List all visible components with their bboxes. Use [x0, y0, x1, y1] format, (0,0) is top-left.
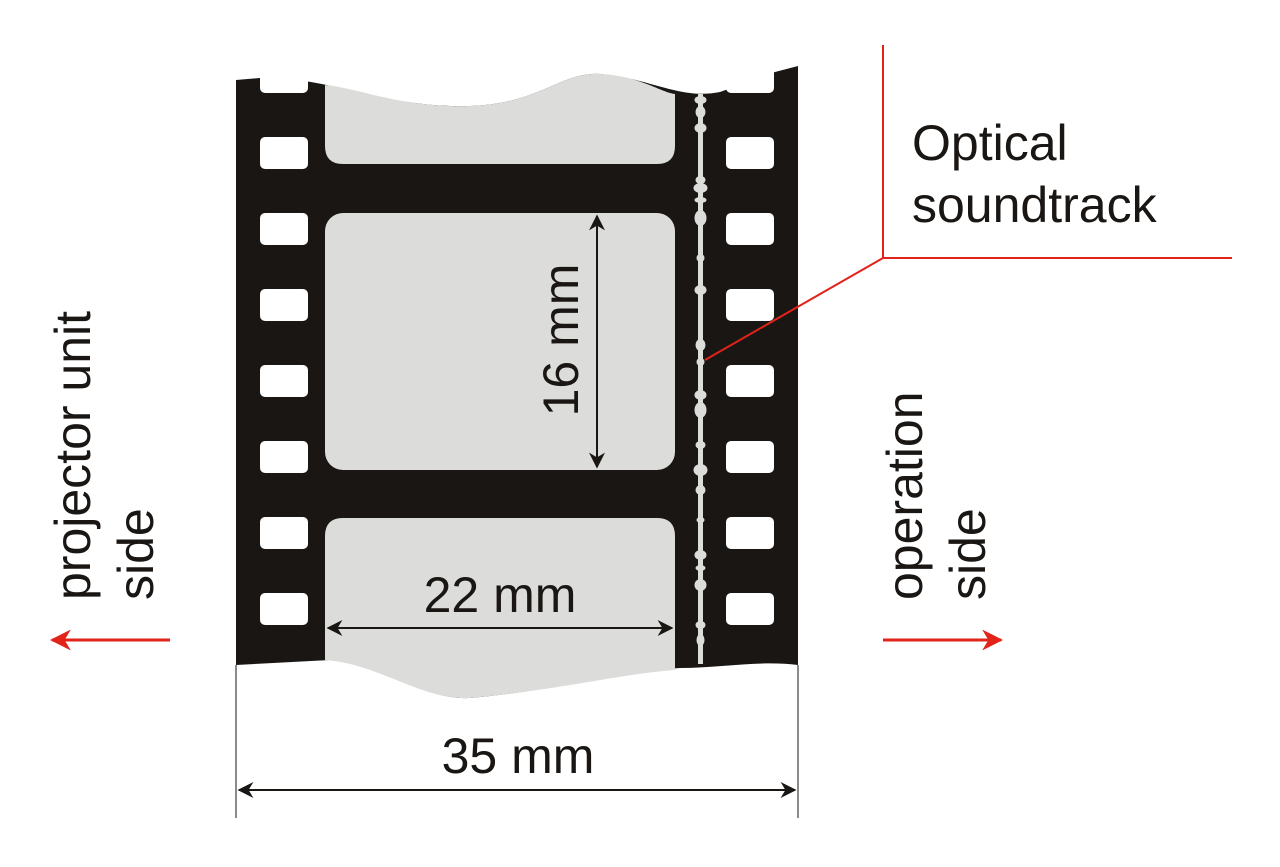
soundtrack-wave [693, 464, 708, 476]
projector-side-label-2: side [108, 508, 164, 600]
sprocket-hole [260, 289, 308, 321]
operation-side-label-1: operation [877, 392, 933, 601]
soundtrack-wave [695, 339, 706, 351]
soundtrack-wave [694, 402, 707, 418]
sprocket-hole [726, 441, 774, 473]
soundtrack-wave [694, 96, 707, 104]
soundtrack-wave [695, 106, 706, 118]
soundtrack-wave [695, 485, 706, 495]
sprocket-hole [726, 213, 774, 245]
sprocket-hole [726, 55, 774, 93]
sprocket-hole [260, 441, 308, 473]
sprocket-hole [260, 517, 308, 549]
soundtrack-wave [694, 210, 707, 226]
sprocket-holes-right [726, 55, 774, 625]
sprocket-hole [260, 137, 308, 169]
callout-leader [704, 257, 884, 361]
sprocket-holes-left [260, 55, 308, 625]
sprocket-hole [260, 365, 308, 397]
frame-bottom [325, 518, 675, 699]
sprocket-hole [726, 289, 774, 321]
soundtrack-wave [693, 183, 708, 193]
soundtrack-wave [694, 123, 707, 133]
soundtrack-wave [694, 197, 707, 203]
soundtrack-label-1: Optical [912, 115, 1068, 171]
soundtrack-wave [696, 358, 705, 366]
frame-height-label: 16 mm [533, 264, 589, 417]
sprocket-hole [260, 213, 308, 245]
sprocket-hole [726, 365, 774, 397]
sprocket-hole [260, 593, 308, 625]
soundtrack-wave [696, 254, 705, 262]
soundtrack-wave [695, 176, 706, 184]
sprocket-hole [726, 593, 774, 625]
soundtrack-wave [694, 285, 707, 295]
sprocket-hole [726, 137, 774, 169]
soundtrack-wave [695, 565, 706, 571]
soundtrack-wave [695, 441, 706, 449]
film-width-label: 35 mm [442, 728, 595, 784]
soundtrack-wave [696, 517, 705, 523]
soundtrack-wave [696, 634, 705, 646]
frame-top [325, 73, 675, 164]
soundtrack-wave [694, 550, 707, 560]
soundtrack-label-2: soundtrack [912, 177, 1158, 233]
sprocket-hole [726, 517, 774, 549]
frame-width-label: 22 mm [424, 567, 577, 623]
frame-middle [325, 213, 675, 470]
sprocket-hole [260, 55, 308, 93]
soundtrack-wave [694, 390, 707, 400]
projector-side-label-1: projector unit [45, 311, 101, 600]
operation-side-label-2: side [940, 508, 996, 600]
soundtrack-wave [695, 621, 706, 629]
optical-soundtrack [693, 94, 708, 664]
soundtrack-wave [694, 579, 707, 591]
